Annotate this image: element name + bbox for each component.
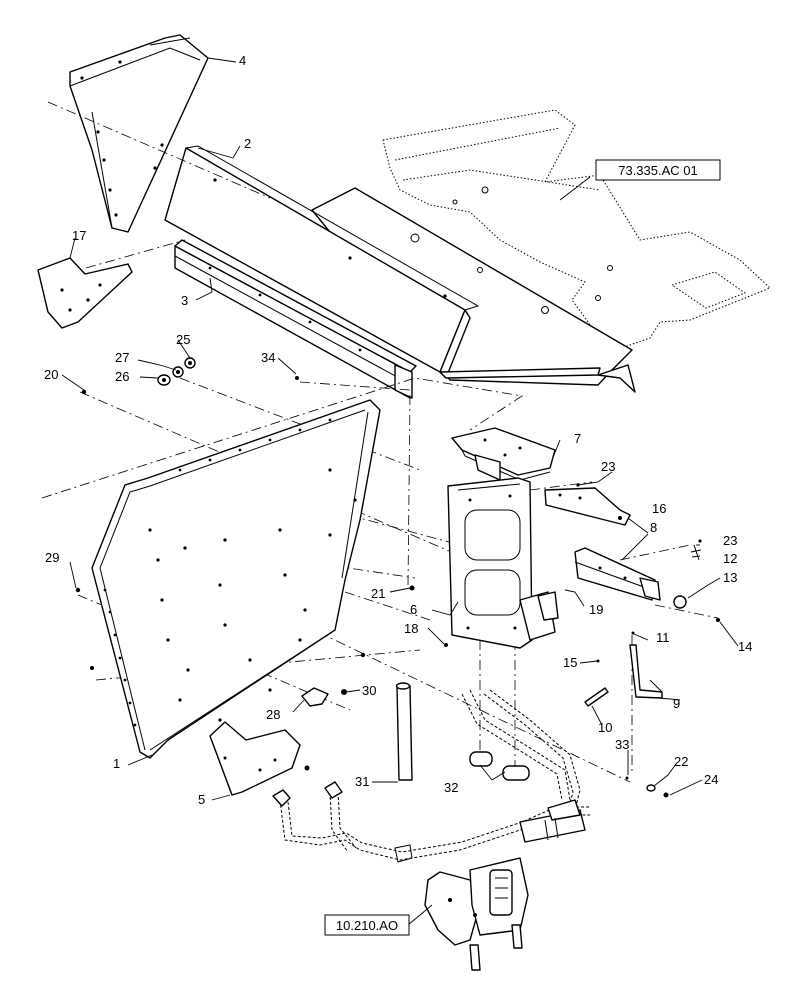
callout-12: 12	[723, 551, 737, 566]
callout-9: 9	[673, 696, 680, 711]
part-19-clip	[537, 591, 559, 621]
callout-1: 1	[113, 756, 120, 771]
reference-box-bottom[interactable]: 10.210.AO	[324, 914, 410, 936]
reference-panel-outline	[382, 109, 771, 353]
callout-numbers: 1 2 3 4 5 6 7 8 9 10 11 12 13 14 15 16 1…	[44, 53, 752, 807]
callout-26: 26	[115, 369, 129, 384]
part-17-bracket	[37, 257, 133, 329]
callout-20: 20	[44, 367, 58, 382]
leader-lines	[61, 57, 739, 926]
callout-10: 10	[598, 720, 612, 735]
callout-34: 34	[261, 350, 275, 365]
callout-2: 2	[244, 136, 251, 151]
callout-15: 15	[563, 655, 577, 670]
callout-28: 28	[266, 707, 280, 722]
callout-7: 7	[574, 431, 581, 446]
part-16-plate	[544, 487, 631, 526]
part-5-lower-bracket	[209, 721, 301, 796]
part-7-mount-plate	[451, 427, 556, 481]
callout-21: 21	[371, 586, 385, 601]
callout-14: 14	[738, 639, 752, 654]
part-28-clamp	[301, 687, 329, 707]
part-4-top-bracket	[69, 34, 209, 233]
callout-5: 5	[198, 792, 205, 807]
part-9-lpin	[629, 644, 663, 699]
hydraulic-assembly	[272, 689, 590, 971]
callout-18: 18	[404, 621, 418, 636]
callout-27: 27	[115, 350, 129, 365]
callout-4: 4	[239, 53, 246, 68]
callout-25: 25	[176, 332, 190, 347]
callout-3: 3	[181, 293, 188, 308]
callout-23b: 23	[723, 533, 737, 548]
hardware-fasteners	[75, 357, 720, 798]
callout-32: 32	[444, 780, 458, 795]
callout-13: 13	[723, 570, 737, 585]
reference-label-top: 73.335.AC 01	[618, 163, 698, 178]
callout-31: 31	[355, 774, 369, 789]
callout-11: 11	[656, 630, 670, 645]
part-2-cover	[164, 145, 636, 393]
callout-19: 19	[589, 602, 603, 617]
reference-label-bottom: 10.210.AO	[336, 918, 398, 933]
part-8-channel-bracket	[574, 547, 661, 601]
part-10-pin	[584, 687, 609, 707]
callout-8: 8	[650, 520, 657, 535]
callout-17: 17	[72, 228, 86, 243]
callout-23a: 23	[601, 459, 615, 474]
callout-22: 22	[674, 754, 688, 769]
part-6-frame	[447, 477, 556, 649]
callout-24: 24	[704, 772, 718, 787]
callout-16: 16	[652, 501, 666, 516]
callout-30: 30	[362, 683, 376, 698]
callout-33: 33	[615, 737, 629, 752]
part-31-rod	[395, 682, 413, 781]
part-1-side-panel	[91, 399, 381, 759]
reference-box-top[interactable]: 73.335.AC 01	[595, 159, 721, 181]
part-3-channel	[174, 239, 417, 399]
callout-29: 29	[45, 550, 59, 565]
callout-6: 6	[410, 602, 417, 617]
